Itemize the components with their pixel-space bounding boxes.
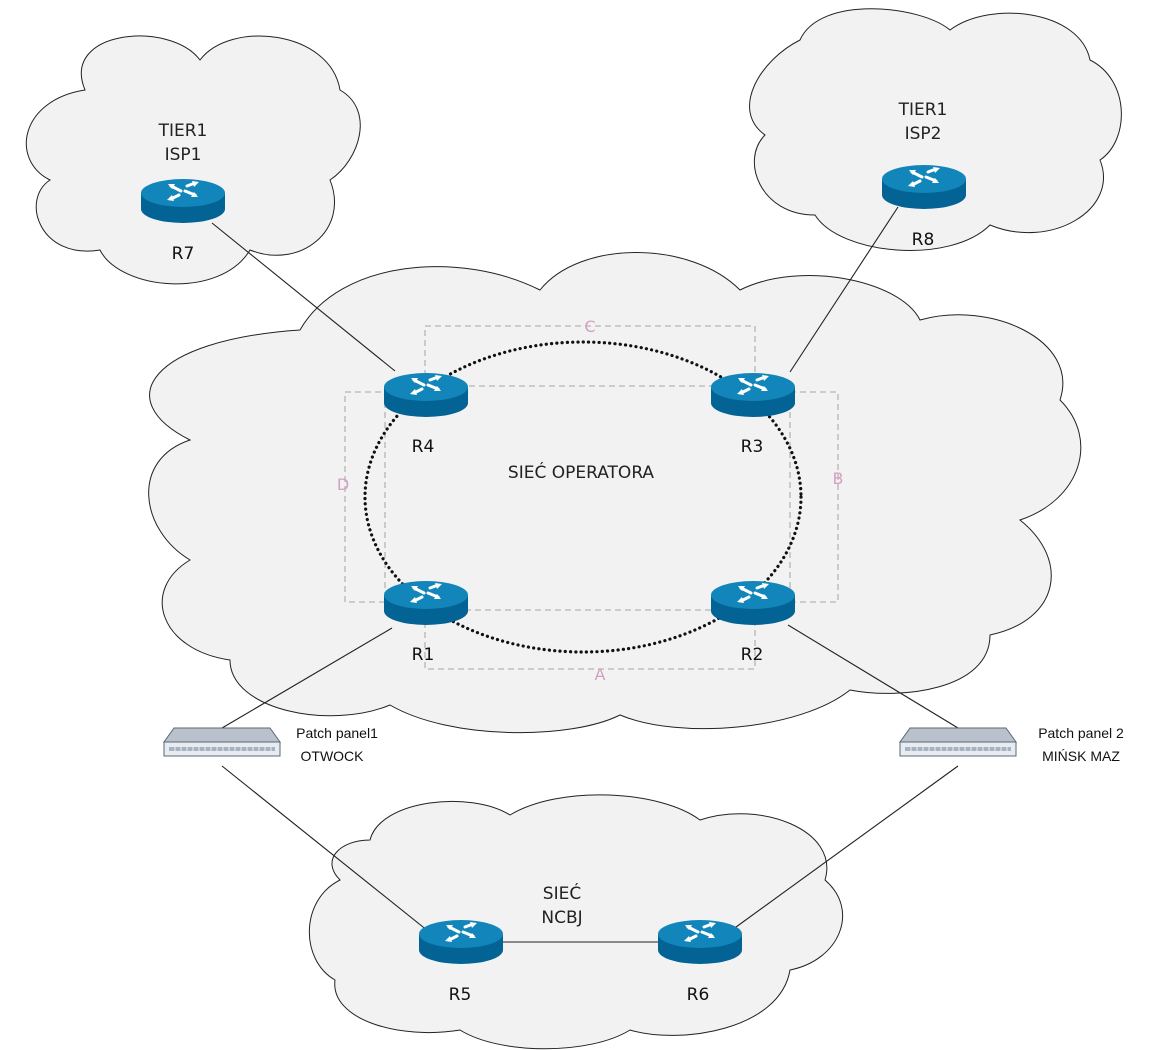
router-r7-label: R7 bbox=[172, 244, 195, 264]
router-r8-label: R8 bbox=[912, 230, 935, 250]
link-r7-r4 bbox=[211, 222, 396, 372]
segment-a-label: A bbox=[595, 665, 606, 684]
patch-panel-1-icon[interactable] bbox=[163, 727, 281, 757]
segment-c-box bbox=[424, 325, 756, 387]
patch-panel-2-label-line2: MIŃSK MAZ bbox=[1042, 748, 1120, 764]
router-r1-icon[interactable] bbox=[382, 579, 470, 627]
ncbj-title-line1: SIEĆ bbox=[543, 882, 581, 904]
router-r6-label: R6 bbox=[687, 985, 710, 1005]
router-r3-label: R3 bbox=[741, 437, 764, 457]
segment-b-box bbox=[789, 391, 839, 603]
router-r5-icon[interactable] bbox=[417, 918, 505, 966]
router-r4-label: R4 bbox=[412, 437, 435, 457]
patch-panel-2-label-line1: Patch panel 2 bbox=[1038, 725, 1124, 741]
isp1-cloud bbox=[26, 35, 361, 285]
link-r2-pp2 bbox=[787, 624, 959, 729]
patch-panel-1-label-line2: OTWOCK bbox=[301, 748, 365, 764]
segment-c-label: C bbox=[584, 317, 595, 336]
router-r3-icon[interactable] bbox=[709, 371, 797, 419]
router-r7-icon[interactable] bbox=[139, 177, 227, 225]
patch-panel-2-icon[interactable] bbox=[899, 727, 1017, 757]
ncbj-cloud bbox=[308, 794, 843, 1050]
patch-panel-1-label-line1: Patch panel1 bbox=[296, 725, 378, 741]
segment-a-box bbox=[424, 609, 756, 670]
link-pp1-r5 bbox=[221, 765, 434, 936]
isp1-title-line1: TIER1 bbox=[158, 121, 208, 141]
isp2-title-line1: TIER1 bbox=[898, 100, 948, 120]
link-pp2-r6 bbox=[724, 765, 959, 936]
link-r1-pp1 bbox=[221, 627, 393, 729]
operator-cloud bbox=[148, 252, 1082, 734]
router-r2-icon[interactable] bbox=[709, 579, 797, 627]
isp1-title-line2: ISP1 bbox=[165, 145, 202, 165]
router-r6-icon[interactable] bbox=[656, 918, 744, 966]
router-r5-label: R5 bbox=[449, 985, 472, 1005]
router-r8-icon[interactable] bbox=[880, 163, 968, 211]
isp2-title-line2: ISP2 bbox=[905, 124, 942, 144]
link-r8-r3 bbox=[789, 206, 899, 373]
segment-b-label: B bbox=[833, 469, 844, 488]
operator-title: SIEĆ OPERATORA bbox=[508, 461, 655, 483]
router-r2-label: R2 bbox=[741, 645, 764, 665]
router-r4-icon[interactable] bbox=[382, 371, 470, 419]
segment-d-box bbox=[344, 391, 386, 603]
operator-ring bbox=[363, 340, 803, 654]
segment-d-label: D bbox=[337, 475, 349, 494]
isp2-cloud bbox=[749, 8, 1122, 251]
router-r1-label: R1 bbox=[412, 645, 435, 665]
ncbj-title-line2: NCBJ bbox=[541, 908, 582, 928]
